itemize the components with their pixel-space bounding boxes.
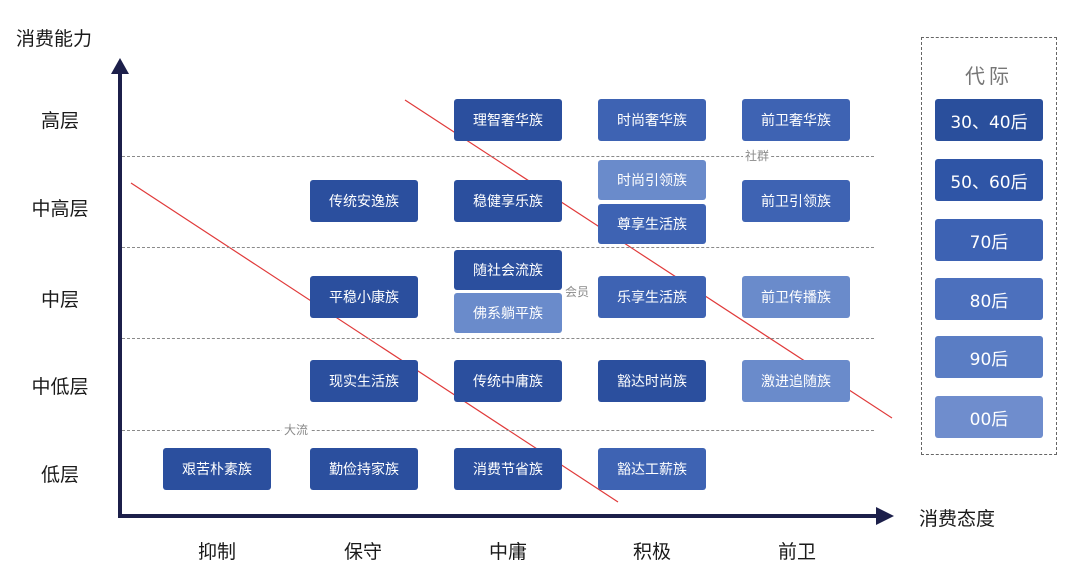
group-box: 传统安逸族 bbox=[310, 180, 418, 222]
group-box: 艰苦朴素族 bbox=[163, 448, 271, 490]
group-box: 平稳小康族 bbox=[310, 276, 418, 318]
divider-label-dazhong: 大流 bbox=[282, 423, 311, 437]
generation-item: 30、40后 bbox=[935, 99, 1043, 141]
x-axis-arrow bbox=[876, 507, 894, 525]
y-axis-title: 消费能力 bbox=[16, 28, 93, 50]
group-box: 佛系躺平族 bbox=[454, 293, 562, 333]
group-box: 勤俭持家族 bbox=[310, 448, 418, 490]
group-box: 乐享生活族 bbox=[598, 276, 706, 318]
generation-item: 80后 bbox=[935, 278, 1043, 320]
group-box: 豁达工薪族 bbox=[598, 448, 706, 490]
group-box: 前卫奢华族 bbox=[742, 99, 850, 141]
group-box: 随社会流族 bbox=[454, 250, 562, 290]
divider-mid bbox=[122, 338, 874, 339]
group-box: 现实生活族 bbox=[310, 360, 418, 402]
group-box: 时尚奢华族 bbox=[598, 99, 706, 141]
generation-item: 00后 bbox=[935, 396, 1043, 438]
level-label-upper-middle: 中高层 bbox=[31, 198, 89, 220]
divider-label-shequn: 社群 bbox=[743, 149, 772, 163]
generation-item: 90后 bbox=[935, 336, 1043, 378]
y-axis bbox=[118, 70, 122, 518]
level-label-lower-middle: 中低层 bbox=[31, 376, 89, 398]
x-axis-title: 消费态度 bbox=[919, 508, 996, 530]
generation-legend: 代际 30、40后 50、60后 70后 80后 90后 00后 bbox=[921, 37, 1057, 455]
attitude-label-positive: 积极 bbox=[632, 541, 671, 563]
y-axis-arrow bbox=[111, 58, 129, 74]
attitude-label-moderate: 中庸 bbox=[488, 541, 527, 563]
group-box: 传统中庸族 bbox=[454, 360, 562, 402]
x-axis bbox=[118, 514, 880, 518]
level-label-high: 高层 bbox=[40, 110, 79, 132]
group-box: 时尚引领族 bbox=[598, 160, 706, 200]
generation-item: 70后 bbox=[935, 219, 1043, 261]
divider-upper-mid bbox=[122, 247, 874, 248]
attitude-label-avant-garde: 前卫 bbox=[777, 541, 816, 563]
divider-label-huiyuan: 会员 bbox=[563, 285, 592, 299]
group-box: 激进追随族 bbox=[742, 360, 850, 402]
group-box: 前卫传播族 bbox=[742, 276, 850, 318]
group-box: 豁达时尚族 bbox=[598, 360, 706, 402]
level-label-middle: 中层 bbox=[40, 289, 79, 311]
attitude-label-conservative: 保守 bbox=[343, 541, 382, 563]
group-box: 稳健享乐族 bbox=[454, 180, 562, 222]
generation-item: 50、60后 bbox=[935, 159, 1043, 201]
generation-legend-title: 代际 bbox=[965, 64, 1013, 88]
group-box: 消费节省族 bbox=[454, 448, 562, 490]
divider-lower-mid bbox=[122, 430, 874, 431]
group-box: 理智奢华族 bbox=[454, 99, 562, 141]
divider-high bbox=[122, 156, 874, 157]
attitude-label-restrain: 抑制 bbox=[197, 541, 236, 563]
group-box: 尊享生活族 bbox=[598, 204, 706, 244]
group-box: 前卫引领族 bbox=[742, 180, 850, 222]
level-label-low: 低层 bbox=[40, 464, 79, 486]
